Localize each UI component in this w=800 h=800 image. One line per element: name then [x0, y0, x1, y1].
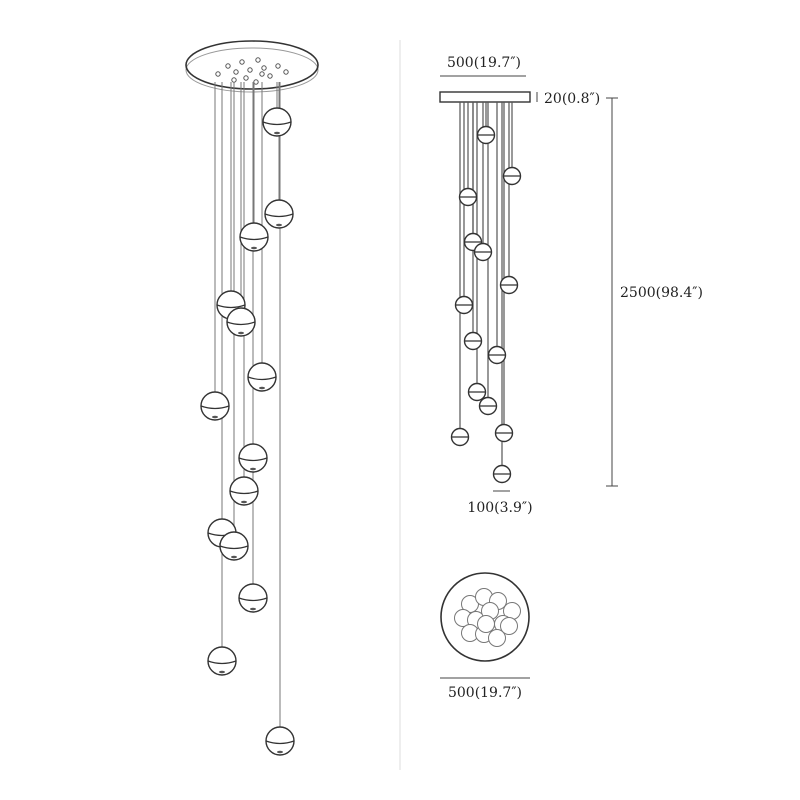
ball-globe [238, 443, 268, 473]
ball-cap [276, 223, 282, 227]
plan-view-balls [454, 588, 521, 647]
ball-globe [226, 307, 256, 337]
ball-band [238, 457, 268, 462]
ball-band [200, 405, 230, 410]
ball-band [216, 304, 246, 309]
plan-ball [488, 629, 506, 647]
ball-globe [207, 646, 237, 676]
ball-cap [277, 750, 283, 754]
canopy-elevation [439, 91, 531, 103]
cord-attach-point [259, 71, 265, 77]
elevation-balls [450, 125, 522, 484]
pendant-ball [239, 222, 269, 252]
pendant-ball [262, 107, 292, 137]
ball-globe [219, 531, 249, 561]
ball-cap [250, 467, 256, 471]
canopy-perspective [185, 40, 319, 90]
ball-band [247, 376, 277, 381]
pendant-ball [467, 382, 487, 402]
cord-attach-point [275, 63, 281, 69]
plan-diameter-label: 500(19.7″) [448, 685, 522, 701]
pendant-ball [499, 275, 519, 295]
pendant-ball [478, 396, 498, 416]
pendant-ball [226, 307, 256, 337]
total-height-label: 2500(98.4″) [620, 285, 703, 301]
ball-diameter-label: 100(3.9″) [467, 500, 532, 516]
canopy-thickness-label: 20(0.8″) [544, 91, 600, 107]
ball-globe [200, 391, 230, 421]
ball-band [226, 321, 256, 326]
ball-band [207, 660, 237, 665]
cord-attach-point [255, 57, 261, 63]
pendant-ball [265, 726, 295, 756]
cord-attach-point [231, 77, 237, 83]
ball-globe [229, 476, 259, 506]
pendant-ball [487, 345, 507, 365]
elevation-view: 500(19.7″) 20(0.8″) 2500(98.4″) 100(3.9″… [439, 55, 703, 701]
elevation-cords [459, 102, 513, 466]
pendant-ball [264, 199, 294, 229]
ball-band [229, 490, 259, 495]
pendant-ball [476, 125, 496, 145]
ball-band [239, 236, 269, 241]
ball-globe [238, 583, 268, 613]
cord-attach-point [247, 67, 253, 73]
ball-globe [265, 726, 295, 756]
ball-cap [241, 500, 247, 504]
pendant-ball [450, 427, 470, 447]
ball-cap [212, 415, 218, 419]
pendant-ball [463, 331, 483, 351]
ball-cap [219, 670, 225, 674]
cord-attach-point [225, 63, 231, 69]
pendant-ball [229, 476, 259, 506]
perspective-view [185, 40, 319, 756]
cord-attach-point [267, 73, 273, 79]
ball-band [265, 740, 295, 745]
cord-attach-point [261, 65, 267, 71]
top-width-label: 500(19.7″) [447, 55, 521, 71]
pendant-ball [207, 646, 237, 676]
ball-band [238, 597, 268, 602]
ball-band [262, 121, 292, 126]
pendant-ball [219, 531, 249, 561]
cord-attach-points [215, 57, 289, 85]
pendant-ball [238, 583, 268, 613]
pendant-ball [454, 295, 474, 315]
ball-cap [238, 331, 244, 335]
plan-ball [477, 615, 495, 633]
cord-attach-point [243, 75, 249, 81]
cord-attach-point [239, 59, 245, 65]
ball-cap [250, 607, 256, 611]
plan-ball [500, 617, 518, 635]
canopy-perspective-rim [185, 47, 319, 93]
pendant-ball [200, 391, 230, 421]
pendant-ball [492, 464, 512, 484]
cord-attach-point [283, 69, 289, 75]
pendant-ball [238, 443, 268, 473]
pendant-ball [473, 242, 493, 262]
ball-cap [231, 555, 237, 559]
ball-band [219, 545, 249, 550]
pendant-ball [494, 423, 514, 443]
ball-cap [259, 386, 265, 390]
perspective-balls [200, 107, 295, 756]
ball-band [264, 213, 294, 218]
pendant-ball [502, 166, 522, 186]
ball-cap [274, 131, 280, 135]
cord-attach-point [233, 69, 239, 75]
cord-attach-point [215, 71, 221, 77]
pendant-ball [247, 362, 277, 392]
ball-globe [247, 362, 277, 392]
ball-cap [251, 246, 257, 250]
pendant-ball [458, 187, 478, 207]
